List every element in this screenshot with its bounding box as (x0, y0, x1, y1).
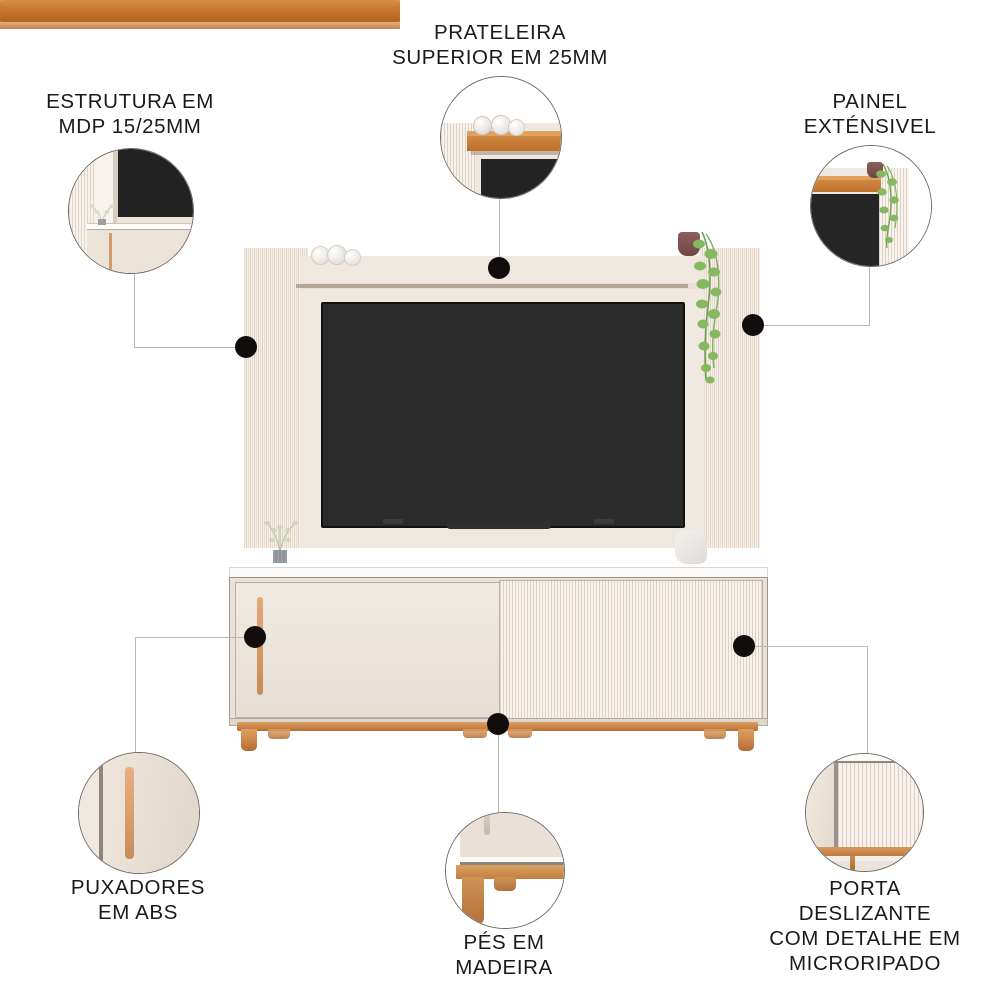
connector-dot-porta[interactable] (733, 635, 755, 657)
callout-label-porta: PORTA DESLIZANTE COM DETALHE EM MICRORIP… (769, 877, 961, 975)
callout-detail-prateleira (441, 77, 561, 198)
hanging-plant-icon (688, 228, 728, 388)
callout-detail-puxadores (79, 753, 199, 873)
callout-bubble-estrutura[interactable] (68, 148, 194, 274)
top-shelf-underside-shadow (296, 284, 688, 288)
connector-line-painel-horizontal (755, 325, 870, 326)
foot-left-inner (268, 729, 290, 739)
connector-dot-pes[interactable] (487, 713, 509, 735)
callout-label-prateleira: PRATELEIRA SUPERIOR EM 25MM (392, 21, 608, 69)
callout-bubble-painel[interactable] (810, 145, 932, 267)
foot-center-right (508, 729, 532, 738)
connector-dot-prateleira[interactable] (488, 257, 510, 279)
panel-right-wing (700, 248, 760, 548)
connector-line-pes (498, 730, 499, 814)
connector-line-puxadores-horizontal (135, 637, 259, 638)
tv-display-surface (323, 304, 683, 526)
sliding-door-left[interactable] (235, 582, 501, 718)
foot-right-inner (704, 729, 726, 739)
plant-pot (678, 232, 700, 256)
foot-center-left (463, 729, 487, 738)
callout-bubble-prateleira[interactable] (440, 76, 562, 199)
connector-dot-puxadores[interactable] (244, 626, 266, 648)
callout-label-puxadores: PUXADORES EM ABS (70, 876, 206, 924)
callout-label-painel: PAINEL EXTÉNSIVEL (803, 90, 937, 138)
top-shelf-front-edge (0, 22, 400, 29)
connector-line-painel-vertical (869, 258, 870, 326)
connector-line-porta-horizontal (750, 646, 868, 647)
sliding-door-right[interactable] (499, 580, 763, 719)
top-shelf (0, 0, 400, 22)
connector-dot-painel[interactable] (742, 314, 764, 336)
connector-dot-estrutura[interactable] (235, 336, 257, 358)
connector-line-puxadores-vertical (135, 637, 136, 754)
panel-left-wing (244, 248, 308, 548)
callout-bubble-porta[interactable] (805, 753, 924, 872)
connector-line-estrutura-horizontal (134, 347, 247, 348)
callout-label-estrutura: ESTRUTURA EM MDP 15/25MM (46, 90, 214, 138)
tv-stand-bar (447, 521, 551, 529)
callout-detail-porta (806, 754, 923, 871)
tv-foot-right (594, 519, 614, 524)
foot-left (241, 729, 257, 751)
callout-label-pes: PÉS EM MADEIRA (455, 931, 553, 979)
rack-top-surface (229, 567, 768, 579)
tv-foot-left (383, 519, 403, 524)
foot-right (738, 729, 754, 751)
connector-line-prateleira (499, 196, 500, 268)
callout-bubble-pes[interactable] (445, 812, 565, 929)
callout-detail-estrutura (69, 149, 193, 273)
callout-detail-painel (811, 146, 931, 266)
tv-screen (321, 302, 685, 528)
callout-detail-pes (446, 813, 564, 928)
sculpture-decor (675, 530, 707, 564)
callout-bubble-puxadores[interactable] (78, 752, 200, 874)
decor-ball (344, 249, 361, 266)
connector-line-estrutura-vertical (134, 262, 135, 348)
twig-vase-decor (258, 512, 302, 564)
connector-line-porta-vertical (867, 646, 868, 756)
